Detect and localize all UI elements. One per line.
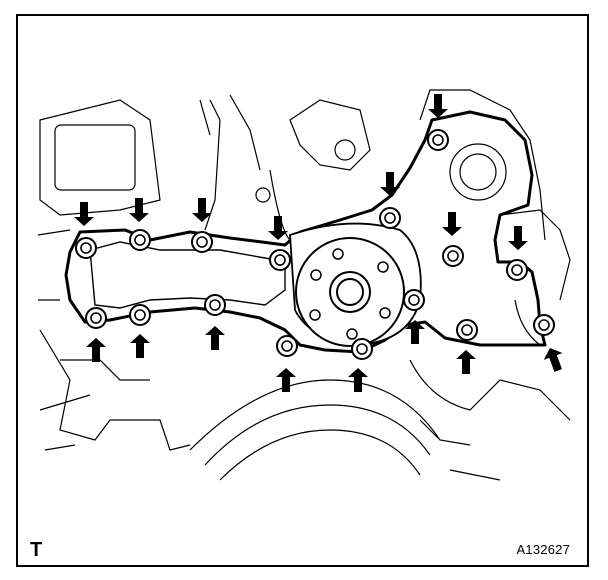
arrow-up-icon [348,368,368,392]
pump-pulley [295,237,405,347]
bolt [85,307,107,329]
engine-background [37,89,571,481]
figure-id: A132627 [516,542,570,557]
arrow-up-icon [86,338,106,362]
bolt [427,129,449,151]
arrows-up [86,320,563,392]
corner-label: T [30,539,43,561]
arrow-down-icon [380,172,400,196]
arrow-down-icon [428,94,448,118]
bolt [533,314,555,336]
bolt [129,304,151,326]
bolt [129,229,151,251]
bolt [442,245,464,267]
bolt [75,237,97,259]
arrow-up-icon [130,334,150,358]
water-pump-bolt-diagram [37,89,571,481]
bolt [403,289,425,311]
bolt [269,249,291,271]
arrow-up-icon [543,348,563,372]
bolt [456,319,478,341]
arrow-up-icon [456,350,476,374]
bolt [204,294,226,316]
arrow-up-icon [276,368,296,392]
bolt [379,207,401,229]
bolt [351,338,373,360]
arrow-down-icon [508,226,528,250]
water-pump-housing [89,241,286,309]
arrow-down-icon [129,198,149,222]
bolt [191,231,213,253]
arrow-up-icon [205,326,225,350]
arrow-down-icon [268,216,288,240]
bolt [276,335,298,357]
arrow-down-icon [442,212,462,236]
bolt [506,259,528,281]
